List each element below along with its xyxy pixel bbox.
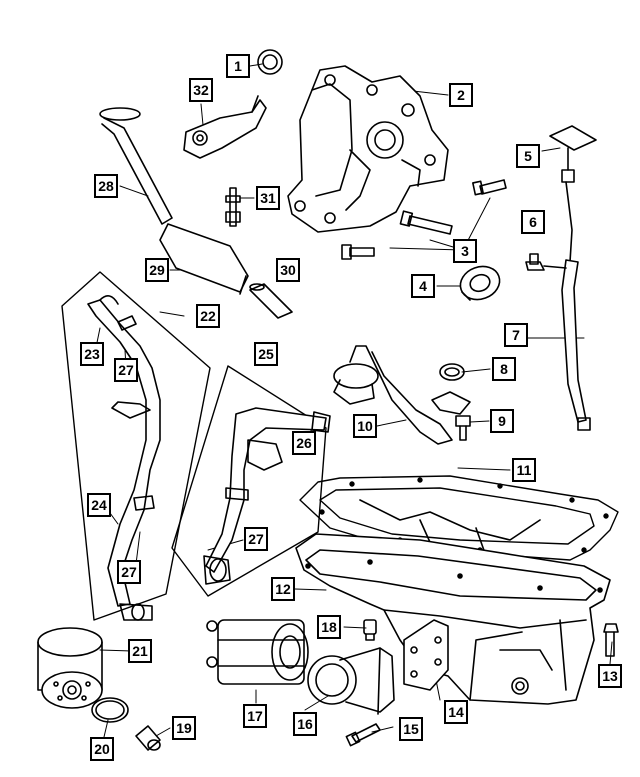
drain-plug — [363, 619, 377, 641]
callout-30: 30 — [276, 258, 300, 282]
callout-11: 11 — [512, 458, 536, 482]
callout-3: 3 — [453, 239, 477, 263]
callout-26: 26 — [292, 431, 316, 455]
callout-5: 5 — [516, 144, 540, 168]
oil-seal — [459, 265, 501, 301]
callout-8: 8 — [492, 357, 516, 381]
filter-adapter — [307, 647, 395, 715]
stud-bolt — [225, 187, 241, 227]
callout-7: 7 — [504, 323, 528, 347]
callout-24: 24 — [87, 493, 111, 517]
oil-filter — [37, 627, 103, 709]
tube-o-ring — [439, 363, 465, 381]
callout-4: 4 — [411, 274, 435, 298]
callout-27-c: 27 — [117, 560, 141, 584]
callout-9: 9 — [490, 409, 514, 433]
pump-bolts — [341, 179, 507, 260]
callout-23: 23 — [80, 342, 104, 366]
dipstick-assembly — [525, 125, 597, 431]
callout-2: 2 — [449, 83, 473, 107]
oil-pan — [295, 533, 611, 705]
callout-22: 22 — [196, 304, 220, 328]
dipstick-bolt — [529, 253, 539, 265]
pickup-tube-lower — [333, 345, 471, 445]
callout-27-a: 27 — [114, 358, 138, 382]
coolant-hose-set-a — [87, 295, 161, 621]
callout-16: 16 — [293, 712, 317, 736]
mounting-bracket — [183, 95, 267, 159]
callout-10: 10 — [353, 414, 377, 438]
oil-pump-housing — [287, 65, 449, 233]
callout-32: 32 — [189, 78, 213, 102]
callout-6: 6 — [521, 210, 545, 234]
callout-19: 19 — [172, 716, 196, 740]
callout-1: 1 — [226, 54, 250, 78]
callout-17: 17 — [243, 704, 267, 728]
adapter-bolt — [345, 723, 381, 747]
o-ring-part — [257, 49, 283, 75]
callout-27-b: 27 — [244, 527, 268, 551]
callout-29: 29 — [145, 258, 169, 282]
pan-stud — [603, 623, 619, 657]
filter-gasket — [91, 697, 129, 723]
tube-sleeve — [249, 283, 293, 319]
callout-12: 12 — [271, 577, 295, 601]
callout-20: 20 — [90, 737, 114, 761]
coolant-hose-set-b — [203, 407, 331, 585]
callout-13: 13 — [598, 664, 622, 688]
callout-14: 14 — [444, 700, 468, 724]
callout-21: 21 — [128, 639, 152, 663]
filter-nipple — [135, 725, 161, 751]
callout-18: 18 — [317, 615, 341, 639]
pan-bracket — [403, 619, 449, 691]
callout-25: 25 — [254, 342, 278, 366]
oil-cooler — [206, 619, 309, 685]
callout-15: 15 — [399, 717, 423, 741]
callout-28: 28 — [94, 174, 118, 198]
oil-pickup-tube — [99, 107, 249, 295]
callout-31: 31 — [256, 186, 280, 210]
assembly-outlines — [61, 271, 327, 621]
tube-bolt — [455, 415, 471, 441]
